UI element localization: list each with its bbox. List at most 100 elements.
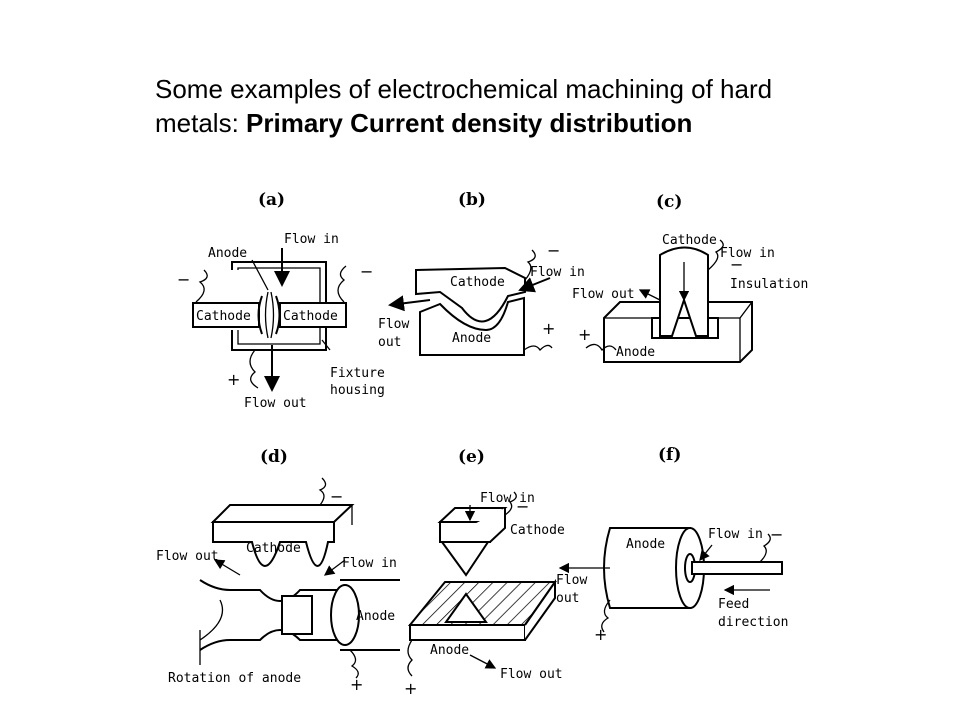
minus-sign-a-right: − <box>360 262 373 281</box>
label-anode-b: Anode <box>452 331 491 346</box>
label-cathode-left-a: Cathode <box>196 309 251 324</box>
label-flow-in-f: Flow in <box>708 527 763 542</box>
label-housing-a: housing <box>330 383 385 398</box>
label-cathode-d: Cathode <box>246 541 301 556</box>
cathode-left-block <box>192 302 260 328</box>
flow-out-arrow-b <box>388 295 431 312</box>
wire-top-f <box>759 533 771 563</box>
anode-side-e <box>524 578 556 641</box>
label-anode-d: Anode <box>356 609 395 624</box>
label-cathode-b: Cathode <box>450 275 505 290</box>
anode-b <box>419 296 525 356</box>
wire-right-a <box>337 265 347 303</box>
wire-top-c <box>707 239 724 271</box>
minus-sign-d: − <box>330 487 343 506</box>
label-flow-in-a: Flow in <box>284 232 339 247</box>
label-flow-out-a: Flow out <box>244 396 307 411</box>
panel-c-tag: (c) <box>656 192 682 212</box>
anode-cylinder-f <box>603 527 691 609</box>
slide-title: Some examples of electrochemical machini… <box>155 72 945 140</box>
label-out-b: out <box>378 335 401 350</box>
anode-upper-d <box>199 579 340 602</box>
label-out-f: out <box>556 591 579 606</box>
label-flow-in-c: Flow in <box>720 246 775 261</box>
anode-corner-c <box>739 301 753 319</box>
label-cathode-e: Cathode <box>510 523 565 538</box>
label-flow-b: Flow <box>378 317 409 332</box>
cathode-rod-f <box>691 561 783 575</box>
panel-a: (a) Anode Flow in Cathode Cathode Fixtur… <box>177 190 385 411</box>
label-flow-out-c: Flow out <box>572 287 635 302</box>
cathode-right-block <box>279 302 347 328</box>
rotation-arc-d <box>199 599 224 641</box>
panel-b-tag: (b) <box>458 190 486 210</box>
label-flow-in-d: Flow in <box>342 556 397 571</box>
label-feed-f: Feed <box>718 597 749 612</box>
plus-sign-c: + <box>578 325 591 344</box>
label-flow-out-d: Flow out <box>156 549 219 564</box>
label-flow-out-e: Flow out <box>500 667 563 682</box>
panel-d: (d) Cathode Flow out Flow in Anode Rotat… <box>156 447 400 694</box>
title-line2-bold: Primary Current density distribution <box>246 108 693 138</box>
label-anode-c: Anode <box>616 345 655 360</box>
anode-gap <box>264 291 275 339</box>
title-line1: Some examples of electrochemical machini… <box>155 74 773 104</box>
label-cathode-c: Cathode <box>662 233 717 248</box>
minus-sign-a-left: − <box>177 270 190 289</box>
label-fixture-a: Fixture <box>330 366 385 381</box>
wire-bottom-a <box>249 349 259 389</box>
wire-top-e <box>504 491 517 516</box>
anode-leader-a <box>251 259 269 291</box>
label-cathode-right-a: Cathode <box>283 309 338 324</box>
label-direction-f: direction <box>718 615 788 630</box>
panel-a-tag: (a) <box>258 190 285 210</box>
anode-end-d <box>330 584 360 646</box>
wire-bottom-e <box>407 639 413 677</box>
wire-bottom-b <box>523 344 553 352</box>
panel-d-tag: (d) <box>260 447 288 467</box>
panel-b: (b) Cathode Flow in Flow out Anode + − <box>378 190 585 356</box>
plus-sign-e: + <box>404 679 417 698</box>
anode-cavity-e <box>444 592 488 623</box>
label-flow-in-b: Flow in <box>530 265 585 280</box>
label-flow-f: Flow <box>556 573 587 588</box>
flow-out-arrow-e <box>469 654 497 669</box>
panel-e-tag: (e) <box>458 447 485 467</box>
panel-e: (e) Flow in Cathode Anode Flow out + − <box>404 447 565 698</box>
label-anode-f: Anode <box>626 537 665 552</box>
flow-in-arrow-b <box>518 277 551 293</box>
flow-out-arrow-c <box>638 289 661 301</box>
label-anode-a: Anode <box>208 246 247 261</box>
title-line2-prefix: metals: <box>155 108 247 138</box>
flow-out-arrow-d <box>213 559 241 576</box>
plus-sign-d: + <box>350 675 363 694</box>
minus-sign-b: − <box>547 241 560 260</box>
label-flow-in-e: Flow in <box>480 491 535 506</box>
minus-sign-c: − <box>730 255 743 274</box>
cathode-edge-d <box>333 504 353 523</box>
cathode-front-d <box>212 521 335 567</box>
minus-sign-f: − <box>770 525 783 544</box>
label-rotation-d: Rotation of anode <box>168 671 301 686</box>
panel-f: (f) Anode Flow in Flow out Feed directio… <box>556 445 788 644</box>
wire-bottom-f <box>601 599 611 633</box>
anode-collar-d <box>281 595 313 635</box>
flow-in-arrow-d <box>323 559 346 576</box>
plus-sign-f: + <box>594 625 607 644</box>
label-insulation-c: Insulation <box>730 277 808 292</box>
wire-top-d <box>318 477 327 506</box>
anode-piece <box>257 295 281 335</box>
anode-front-e <box>409 624 526 641</box>
plus-sign-b: + <box>542 319 555 338</box>
minus-sign-e: − <box>516 497 529 516</box>
plus-sign-a: + <box>227 370 240 389</box>
wire-bottom-d <box>349 649 359 679</box>
wire-left-a <box>195 269 208 303</box>
cathode-top-d <box>210 504 355 523</box>
panel-c: (c) Cathode Flow in Insulation Flow out … <box>572 192 808 363</box>
cathode-tip-e <box>440 541 490 577</box>
panel-f-tag: (f) <box>658 445 681 465</box>
flow-in-arrow-f <box>699 544 713 562</box>
wire-top-b <box>524 249 536 281</box>
